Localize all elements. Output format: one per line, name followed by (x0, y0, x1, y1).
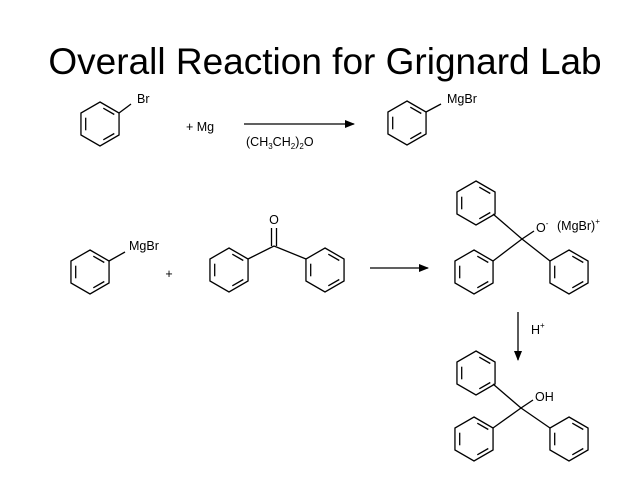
reaction-2: MgBr + O O- (MgBr)+ H+ (70, 180, 600, 462)
slide-title: Overall Reaction for Grignard Lab (48, 41, 601, 82)
benzene-ring-left (454, 416, 494, 462)
benzene-ring-top (456, 180, 496, 226)
acid-workup-reagent: H+ (531, 321, 545, 337)
benzene-ring (70, 249, 110, 295)
benzene-ring-right (305, 247, 345, 293)
magnesium-bromide-group: MgBr (129, 239, 159, 253)
benzophenone: O (209, 213, 345, 293)
reaction-1: Br + Mg (CH3CH2)2O MgBr (80, 92, 477, 151)
magnesium-bromide-counterion: (MgBr)+ (557, 217, 600, 233)
phenylmagnesium-bromide-product: MgBr (387, 92, 477, 146)
bromobenzene: Br (80, 92, 150, 147)
solvent-conditions: (CH3CH2)2O (246, 135, 314, 151)
triphenylmethanol-product: OH (454, 350, 589, 462)
magnesium-bromide-group: MgBr (447, 92, 477, 106)
benzene-ring (387, 100, 427, 146)
benzene-ring-left (209, 247, 249, 293)
plus-sign: + (165, 267, 172, 281)
magnesium-reagent: + Mg (186, 120, 214, 134)
alkoxide-oxygen: O- (536, 219, 549, 235)
benzene-ring (80, 101, 120, 147)
bromo-substituent: Br (137, 92, 150, 106)
hydroxyl-group: OH (535, 390, 554, 404)
alkoxide-intermediate: O- (MgBr)+ (454, 180, 600, 295)
phenylmagnesium-bromide-reactant: MgBr (70, 239, 159, 295)
benzene-ring-top (456, 350, 496, 396)
benzene-ring-right (549, 416, 589, 462)
benzene-ring-right (549, 249, 589, 295)
benzene-ring-left (454, 249, 494, 295)
carbonyl-oxygen: O (269, 213, 279, 227)
